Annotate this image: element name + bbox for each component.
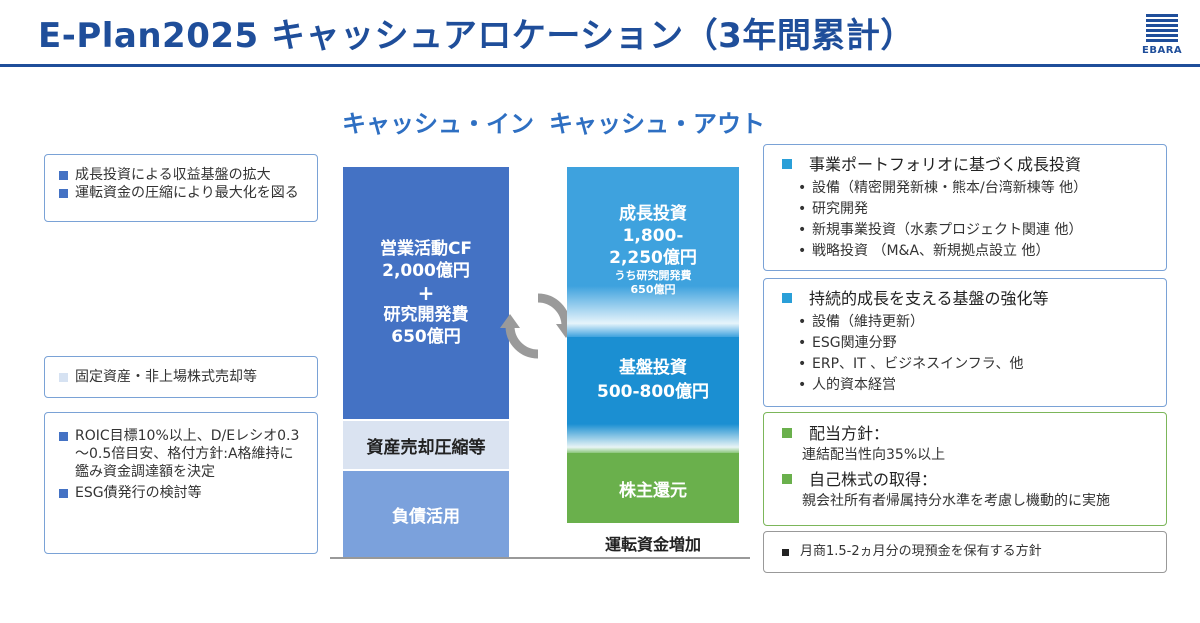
cash-out-background: [567, 167, 739, 523]
dividend-policy-title: 配当方針：: [782, 423, 1156, 445]
left-note-item: 成長投資による収益基盤の拡大: [59, 166, 307, 184]
bullet-square-icon: [782, 159, 792, 169]
bullet-square-icon: [782, 428, 792, 438]
cash-in-heading: キャッシュ・イン: [342, 110, 534, 138]
left-note-item: ESG債発行の検討等: [59, 484, 305, 502]
left-note-box-1: 成長投資による収益基盤の拡大 運転資金の圧縮により最大化を図る: [44, 154, 318, 222]
bullet-square-icon: [59, 189, 68, 198]
operating-cf-block: 営業活動CF 2,000億円 + 研究開発費 650億円: [343, 167, 509, 419]
foundation-note-box: 持続的成長を支える基盤の強化等 設備（維持更新） ESG関連分野 ERP、IT …: [763, 278, 1167, 407]
working-capital-label: 運転資金増加: [604, 535, 701, 554]
growth-investment-block: 成長投資 1,800- 2,250億円 うち研究開発費 650億円: [609, 204, 697, 296]
logo-wave-icon: [1146, 14, 1178, 44]
asset-sale-block: 資産売却圧縮等: [343, 421, 509, 469]
logo-text: EBARA: [1142, 45, 1183, 56]
debt-block: 負債活用: [343, 471, 509, 557]
cash-note-box: 月商1.5-2ヵ月分の現預金を保有する方針: [763, 531, 1167, 573]
bullet-square-icon: [59, 171, 68, 180]
cash-note-item: 月商1.5-2ヵ月分の現預金を保有する方針: [782, 543, 1156, 561]
growth-note-item: 研究開発: [782, 199, 1156, 220]
buyback-title: 自己株式の取得：: [782, 469, 1156, 491]
foundation-note-title: 持続的成長を支える基盤の強化等: [782, 288, 1156, 310]
foundation-note-item: ESG関連分野: [782, 333, 1156, 354]
ebara-logo: EBARA: [1142, 14, 1182, 58]
foundation-note-item: ERP、IT 、ビジネスインフラ、他: [782, 354, 1156, 375]
growth-note-item: 戦略投資 （M&A、新規拠点設立 他）: [782, 241, 1156, 262]
growth-note-box: 事業ポートフォリオに基づく成長投資 設備（精密開発新棟・熊本/台湾新棟等 他） …: [763, 144, 1167, 271]
bullet-square-icon: [782, 293, 792, 303]
growth-note-item: 新規事業投資（水素プロジェクト関連 他）: [782, 220, 1156, 241]
dividend-policy-text: 連結配当性向35%以上: [802, 447, 946, 463]
foundation-note-item: 人的資本経営: [782, 375, 1156, 396]
left-note-box-2: 固定資産・非上場株式売却等: [44, 356, 318, 398]
baseline-divider: [330, 557, 750, 559]
shareholder-return-block: 株主還元: [619, 480, 687, 501]
bullet-square-icon: [59, 489, 68, 498]
growth-note-item: 設備（精密開発新棟・熊本/台湾新棟等 他）: [782, 178, 1156, 199]
page-title: E-Plan2025 キャッシュアロケーション（3年間累計）: [38, 16, 915, 56]
left-note-item: ROIC目標10%以上、D/Eレシオ0.3～0.5倍目安、格付方針:A格維持に鑑…: [59, 427, 305, 481]
bullet-square-icon: [59, 373, 68, 382]
left-note-item: 固定資産・非上場株式売却等: [59, 368, 307, 386]
bullet-square-icon: [59, 432, 68, 441]
cash-out-heading: キャッシュ・アウト: [549, 110, 765, 138]
foundation-investment-block: 基盤投資 500-800億円: [596, 358, 710, 402]
bullet-square-icon: [782, 474, 792, 484]
title-divider: [0, 64, 1200, 67]
return-note-box: 配当方針： 連結配当性向35%以上 自己株式の取得： 親会社所有者帰属持分水準を…: [763, 412, 1167, 526]
cycle-arrows-icon: [500, 293, 576, 359]
bullet-square-icon: [782, 549, 789, 556]
left-note-box-3: ROIC目標10%以上、D/Eレシオ0.3～0.5倍目安、格付方針:A格維持に鑑…: [44, 412, 318, 554]
left-note-item: 運転資金の圧縮により最大化を図る: [59, 184, 307, 202]
growth-note-title: 事業ポートフォリオに基づく成長投資: [782, 154, 1156, 176]
foundation-note-item: 設備（維持更新）: [782, 312, 1156, 333]
buyback-text: 親会社所有者帰属持分水準を考慮し機動的に実施: [802, 493, 1110, 509]
